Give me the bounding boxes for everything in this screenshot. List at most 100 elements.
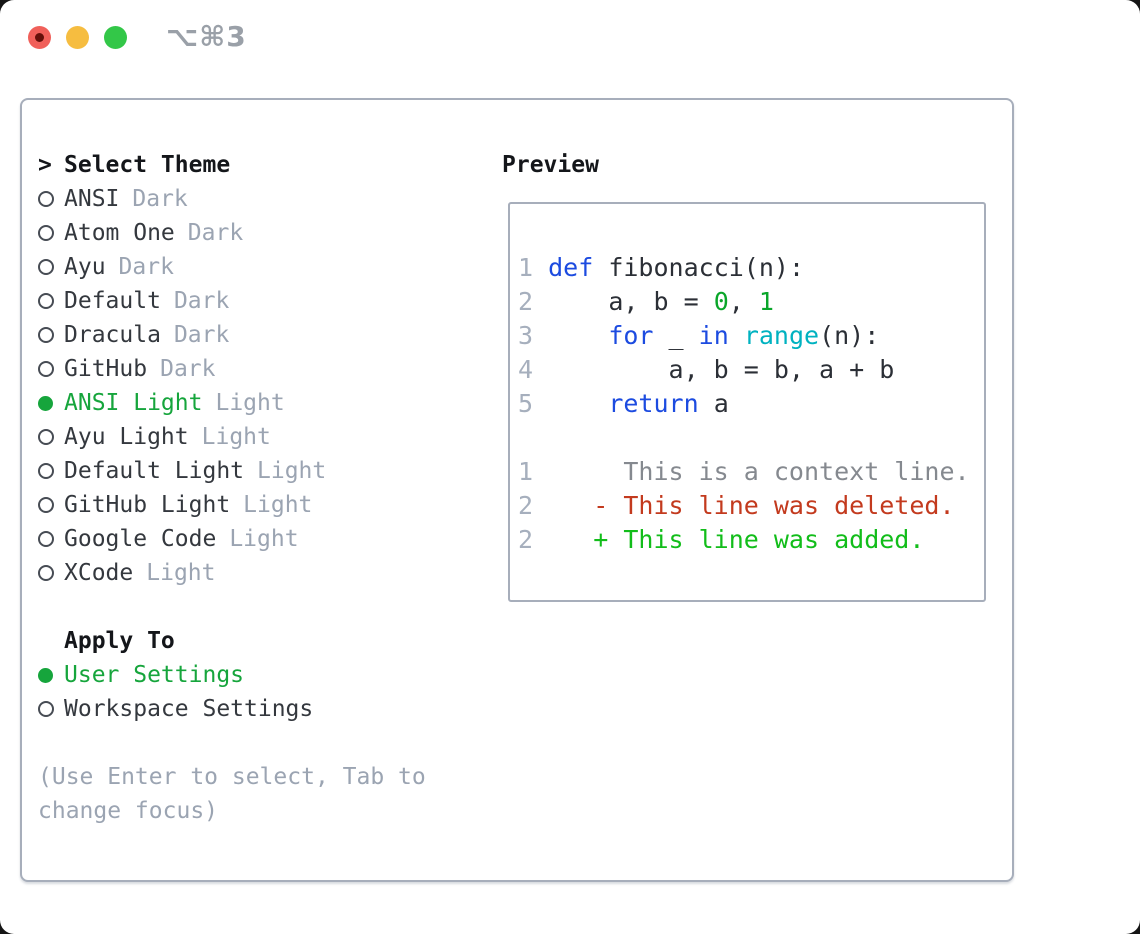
code-token: range (743, 321, 820, 350)
theme-option[interactable]: Dracula Dark (38, 318, 490, 352)
theme-option[interactable]: Atom One Dark (38, 216, 490, 250)
apply-to-header-row: Apply To (38, 624, 490, 658)
code-token: in (698, 321, 729, 350)
title-bar: ⌥⌘3 (0, 0, 1140, 96)
theme-option-variant: Light (229, 526, 299, 552)
apply-to-title: Apply To (64, 628, 175, 654)
theme-option-label: Google Code (64, 526, 217, 552)
theme-option-label: Default Light (64, 458, 245, 484)
radio-unselected-icon (38, 225, 64, 241)
theme-option-variant: Dark (173, 288, 230, 314)
theme-option[interactable]: GitHub Light Light (38, 488, 490, 522)
theme-option-variant: Dark (187, 220, 244, 246)
theme-option[interactable]: Google Code Light (38, 522, 490, 556)
theme-option[interactable]: XCode Light (38, 556, 490, 590)
code-token (533, 321, 608, 350)
theme-option[interactable]: Default Dark (38, 284, 490, 318)
code-line: 4 a, b = b, a + b (518, 353, 984, 387)
theme-option[interactable]: Default Light Light (38, 454, 490, 488)
code-token (533, 389, 608, 418)
apply-option[interactable]: Workspace Settings (38, 692, 490, 726)
apply-option-label: User Settings (64, 662, 245, 688)
theme-option-label: Ayu Light (64, 424, 189, 450)
apply-option[interactable]: User Settings (38, 658, 490, 692)
select-theme-title: Select Theme (64, 152, 231, 178)
code-token: a, b = (533, 287, 714, 316)
radio-selected-icon (38, 395, 64, 411)
code-token: for (608, 321, 654, 350)
code-token: def (548, 253, 594, 282)
theme-option-label: ANSI Light (64, 390, 203, 416)
theme-option-variant: Light (146, 560, 216, 586)
code-line: 3 for _ in range(n): (518, 319, 984, 353)
code-token: a (698, 389, 729, 418)
line-number: 1 (518, 253, 534, 282)
preview-column: Preview 1 def fibonacci(n):2 a, b = 0, 1… (490, 148, 994, 880)
theme-option-variant: Dark (132, 186, 188, 212)
code-token: 1 (758, 287, 774, 316)
radio-unselected-icon (38, 327, 64, 343)
preview-title: Preview (502, 152, 599, 178)
code-token: _ (653, 321, 699, 350)
code-token: return (608, 389, 699, 418)
radio-unselected-icon (38, 701, 64, 717)
radio-unselected-icon (38, 293, 64, 309)
theme-option-label: XCode (64, 560, 134, 586)
code-token: a, b = b, a + b (533, 355, 895, 384)
line-number: 2 (518, 287, 534, 316)
code-line: 1 This is a context line. (518, 455, 984, 489)
code-token: (n): (819, 321, 880, 350)
theme-option-label: Dracula (64, 322, 161, 348)
window-shortcut-label: ⌥⌘3 (166, 20, 247, 53)
code-line: 2 + This line was added. (518, 523, 984, 557)
code-line (518, 421, 984, 455)
radio-unselected-icon (38, 361, 64, 377)
code-token: 0 (713, 287, 729, 316)
line-number: 2 (518, 525, 534, 554)
code-token: , (728, 287, 759, 316)
line-number: 1 (518, 457, 534, 486)
theme-option-variant: Light (215, 390, 285, 416)
radio-unselected-icon (38, 259, 64, 275)
theme-option-label: Atom One (64, 220, 175, 246)
apply-option-label: Workspace Settings (64, 696, 314, 722)
code-line: 1 def fibonacci(n): (518, 251, 984, 285)
theme-option-variant: Dark (118, 254, 174, 280)
line-number: 4 (518, 355, 534, 384)
theme-option-label: Default (64, 288, 161, 314)
select-theme-header-row: > Select Theme (38, 148, 490, 182)
radio-selected-icon (38, 667, 64, 683)
spacer (38, 590, 490, 624)
radio-unselected-icon (38, 497, 64, 513)
theme-option-variant: Light (243, 492, 313, 518)
radio-unselected-icon (38, 463, 64, 479)
radio-unselected-icon (38, 531, 64, 547)
line-number: 2 (518, 491, 534, 520)
code-line: 2 - This line was deleted. (518, 489, 984, 523)
theme-option-variant: Light (257, 458, 327, 484)
theme-option[interactable]: ANSI Light Light (38, 386, 490, 420)
code-token (533, 253, 548, 282)
code-token (729, 321, 744, 350)
theme-option-variant: Dark (173, 322, 230, 348)
zoom-button[interactable] (104, 26, 127, 49)
traffic-lights (28, 26, 127, 49)
theme-option-label: GitHub Light (64, 492, 231, 518)
help-text: (Use Enter to select, Tab to change focu… (38, 764, 426, 824)
radio-unselected-icon (38, 429, 64, 445)
line-number: 5 (518, 389, 534, 418)
minimize-button[interactable] (66, 26, 89, 49)
close-button[interactable] (28, 26, 51, 49)
code-token: This is a context line. (533, 457, 970, 486)
code-token: fibonacci(n): (593, 253, 804, 282)
